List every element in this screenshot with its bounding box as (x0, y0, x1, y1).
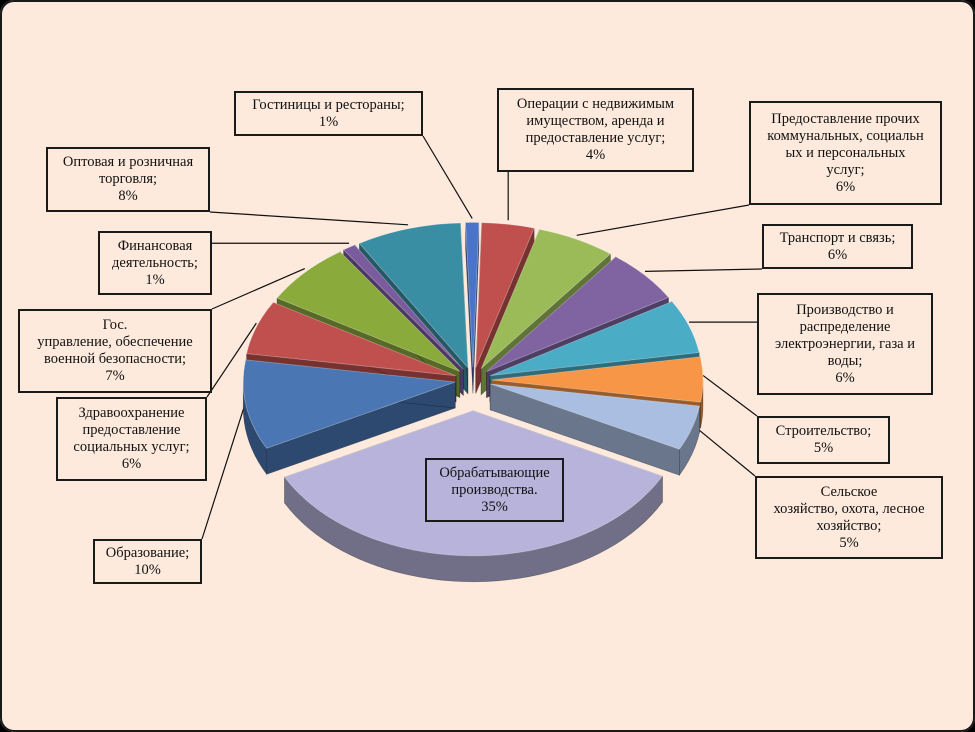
slice-wall (266, 381, 456, 475)
label-health: Здравоохранение предоставление социальны… (56, 397, 207, 481)
slice-top (489, 300, 700, 377)
slice-top (475, 222, 535, 368)
slice-top (486, 256, 670, 373)
slice-education (242, 359, 456, 476)
slice-agriculture (489, 383, 701, 477)
label-utilities: Предоставление прочих коммунальных, соци… (749, 101, 942, 205)
slice-top (242, 359, 456, 449)
slice-top (342, 244, 464, 370)
label-hotels: Гостиницы и рестораны;1% (234, 91, 423, 136)
label-government: Гос. управление, обеспечение военной без… (18, 309, 212, 393)
leader-line-agriculture (691, 423, 756, 477)
leader-line-education (201, 401, 247, 540)
slice-top (276, 251, 461, 372)
label-trade: Оптовая и розничная торговля;8% (46, 147, 210, 212)
label-energy: Производство и распределение электроэнер… (757, 293, 933, 395)
leader-line-utilities (576, 204, 750, 236)
leader-lines (201, 135, 763, 540)
slice-wall (465, 222, 474, 394)
leader-line-transport (644, 268, 763, 272)
label-transport: Транспорт и связь;6% (762, 224, 913, 269)
leader-line-government (211, 267, 306, 310)
pie-slices (242, 222, 704, 583)
leader-line-trade (209, 211, 409, 226)
slice-wall (489, 383, 680, 476)
slice-top (246, 301, 457, 377)
slice-top (490, 356, 704, 403)
leader-line-health (206, 322, 257, 398)
slice-top (358, 222, 469, 370)
label-realestate: Операции с недвижимым имуществом, аренда… (497, 88, 694, 172)
label-finance: Финансовая деятельность;1% (98, 231, 212, 295)
slice-top (465, 222, 480, 368)
slice-hotels (465, 222, 480, 394)
label-education: Образование;10% (93, 539, 202, 584)
leader-line-construction (702, 374, 758, 417)
slice-top (480, 228, 612, 370)
slice-wall (472, 222, 480, 394)
slice-top (490, 383, 701, 450)
label-construction: Строительство;5% (757, 416, 890, 464)
leader-line-hotels (422, 135, 473, 219)
label-agriculture: Сельское хозяйство, охота, лесное хозяйс… (755, 476, 943, 559)
label-manufacturing: Обрабатывающие производства.35% (425, 458, 564, 522)
